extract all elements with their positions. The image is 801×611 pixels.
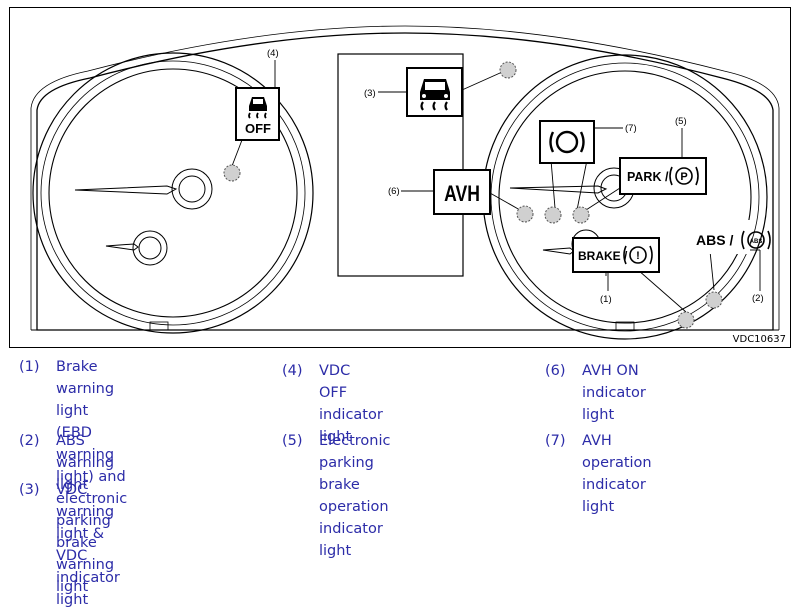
legend-text: Electronic parking brake operation indic…	[319, 433, 391, 559]
cluster-outline	[36, 32, 774, 331]
legend-num: (5)	[282, 433, 303, 449]
callout-6: (6)	[388, 186, 400, 197]
avh-on-icon: AVH	[433, 169, 491, 215]
dot-avh-operation	[544, 206, 562, 224]
park-inner: P	[680, 171, 687, 183]
dot-vdc-off	[223, 164, 241, 182]
dot-vdc	[499, 61, 517, 79]
legend-text: AVH ON indicator light	[582, 363, 646, 423]
vdc-off-label: OFF	[245, 121, 271, 136]
callout-7: (7)	[625, 123, 637, 134]
abs-inner: ABS	[750, 239, 763, 245]
right-gauge	[482, 54, 768, 340]
legend-text: AVH operation indicator light	[582, 433, 652, 515]
callout-4: (4)	[267, 48, 279, 59]
brake-label: BRAKE /	[578, 249, 628, 263]
brake-icon: BRAKE / !	[572, 237, 660, 273]
avh-operation-icon	[539, 120, 595, 164]
legend-text: VDC OFF indicator light	[319, 363, 383, 445]
park-icon: PARK / P	[619, 157, 707, 195]
callout-3: (3)	[364, 88, 376, 99]
callout-5: (5)	[675, 116, 687, 127]
abs-label: ABS /	[696, 232, 733, 248]
callout-1: (1)	[600, 294, 612, 305]
vdc-warning-icon	[406, 67, 463, 117]
figure-code: VDC10637	[732, 334, 786, 345]
dot-brake	[677, 311, 695, 329]
instrument-cluster-figure: OFF AVH PARK / P BRAKE / ! ABS / ABS (4)	[9, 7, 791, 348]
left-gauge	[32, 52, 314, 334]
legend-num: (6)	[545, 363, 566, 379]
vdc-off-icon: OFF	[235, 87, 280, 141]
center-display	[337, 53, 464, 277]
dot-avh	[516, 205, 534, 223]
legend-num: (2)	[19, 433, 40, 449]
cluster-drawing: OFF AVH PARK / P BRAKE / ! ABS / ABS (4)	[30, 25, 780, 340]
legend-text: VDC warning light & VDC indicator light	[56, 482, 120, 608]
legend-num: (3)	[19, 482, 40, 498]
legend-num: (7)	[545, 433, 566, 449]
brake-inner: !	[636, 250, 640, 262]
legend-num: (1)	[19, 359, 40, 375]
dot-abs	[705, 291, 723, 309]
avh-label: AVH	[444, 182, 480, 206]
dot-park	[572, 206, 590, 224]
indicator-dots	[223, 61, 723, 329]
abs-icon: ABS / ABS	[694, 220, 771, 254]
callout-2: (2)	[752, 293, 764, 304]
legend-text: ABS warning light	[56, 433, 115, 493]
park-label: PARK /	[627, 170, 669, 184]
legend-num: (4)	[282, 363, 303, 379]
